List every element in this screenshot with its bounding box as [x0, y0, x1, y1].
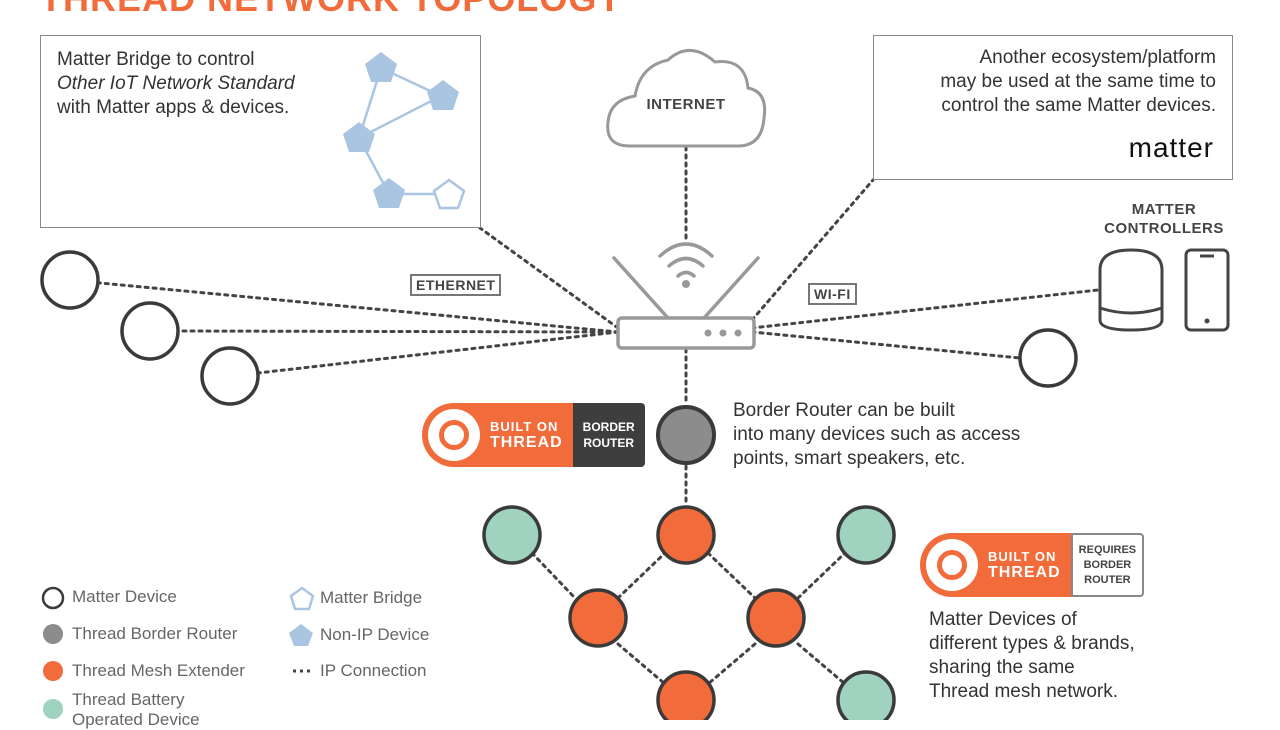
ip-link-device-3: [256, 330, 620, 375]
smart-speaker-icon: [1098, 248, 1164, 332]
badge-built-on: BUILT ON: [490, 419, 559, 434]
non-ip-device-icon: [365, 52, 397, 82]
legend-battery-device-line2: Operated Device: [72, 710, 200, 729]
battery-device-node: [482, 505, 542, 565]
legend-matter-bridge: Matter Bridge: [320, 588, 423, 607]
badge-side-line2: BORDER: [1083, 558, 1132, 571]
border-router-note-line3: points, smart speakers, etc.: [733, 448, 966, 469]
legend-border-router: Thread Border Router: [72, 624, 238, 643]
badge-thread: THREAD: [490, 434, 563, 451]
matter-device: [200, 346, 260, 406]
controllers-label: MATTER CONTROLLERS: [1096, 200, 1232, 238]
mesh-extender-node: [656, 505, 716, 565]
legend-matter-bridge-icon: [289, 586, 315, 611]
ip-link-bridge: [478, 226, 620, 330]
bridge-note-line1: Matter Bridge to control: [57, 49, 255, 70]
mesh-link: [796, 642, 847, 686]
ecosystem-note-box: Another ecosystem/platform may be used a…: [873, 35, 1233, 180]
bridge-network-graphic: [343, 52, 466, 210]
battery-device-node: [836, 505, 896, 565]
legend-mesh-extender-icon: [43, 661, 63, 681]
ecosystem-note-line1: Another ecosystem/platform: [979, 47, 1216, 68]
ip-link-device-1: [98, 281, 620, 334]
internet-label: INTERNET: [646, 96, 726, 113]
matter-device: [120, 301, 180, 361]
bridge-note-line2: Other IoT Network Standard: [57, 73, 295, 94]
legend-mesh-extender: Thread Mesh Extender: [72, 661, 245, 680]
thread-logo-icon: [926, 539, 978, 591]
badge-thread: THREAD: [988, 564, 1061, 581]
page-title: THREAD NETWORK TOPOLOGY: [40, 0, 622, 20]
mesh-extender-node: [656, 670, 716, 720]
legend-battery-device-icon: [43, 699, 63, 719]
router-icon: [612, 242, 760, 350]
bridge-note-line3: with Matter apps & devices.: [57, 97, 290, 118]
legend-border-router-icon: [43, 624, 63, 644]
matter-device: [40, 250, 100, 310]
controllers-label-line2: CONTROLLERS: [1104, 220, 1224, 237]
ip-link-ecosystem: [750, 178, 875, 322]
legend-non-ip-device: Non-IP Device: [320, 625, 430, 644]
badge-built-on: BUILT ON: [988, 549, 1057, 564]
legend-matter-device-icon: [41, 586, 65, 610]
ip-link-controllers: [750, 288, 1100, 330]
border-router-note: Border Router can be built into many dev…: [733, 399, 1020, 471]
devices-note-line2: different types & brands,: [929, 633, 1135, 654]
legend-battery-device: Thread Battery Operated Device: [72, 690, 200, 730]
legend-matter-device: Matter Device: [72, 587, 177, 606]
legend-non-ip-device-icon: [289, 624, 313, 646]
mesh-link: [706, 642, 757, 686]
mesh-extender-node: [568, 588, 628, 648]
non-ip-device-icon: [427, 80, 459, 110]
legend-ip-connection: IP Connection: [320, 661, 427, 680]
ecosystem-note-line2: may be used at the same time to: [940, 71, 1216, 92]
matter-device: [1018, 328, 1078, 388]
thread-logo-icon: [428, 409, 480, 461]
built-on-thread-requires-badge: BUILT ON THREAD REQUIRES BORDER ROUTER: [920, 533, 1145, 597]
mesh-link: [796, 551, 847, 600]
mesh-link: [616, 642, 667, 686]
ip-link-device-2: [178, 329, 620, 334]
ip-link-right-device: [750, 330, 1022, 360]
bridge-note-box: Matter Bridge to control Other IoT Netwo…: [40, 35, 481, 228]
cloud-icon: [606, 49, 767, 148]
devices-note-line4: Thread mesh network.: [929, 681, 1119, 702]
ecosystem-note-line3: control the same Matter devices.: [941, 95, 1216, 116]
devices-note-line1: Matter Devices of: [929, 609, 1077, 630]
badge-side-line2: ROUTER: [583, 436, 635, 450]
border-router-note-line1: Border Router can be built: [733, 400, 955, 421]
badge-side-line1: BORDER: [582, 420, 635, 434]
matter-logo-text: matter: [1128, 132, 1214, 163]
mesh-link: [530, 551, 577, 600]
built-on-thread-border-router-badge: BUILT ON THREAD BORDER ROUTER: [422, 403, 645, 467]
wifi-tag: WI-FI: [808, 283, 857, 305]
mesh-extender-node: [746, 588, 806, 648]
phone-icon: [1184, 248, 1230, 332]
controllers-label-line1: MATTER: [1131, 201, 1197, 218]
non-ip-device-icon: [373, 178, 405, 208]
border-router-note-line2: into many devices such as access: [733, 424, 1021, 445]
devices-note: Matter Devices of different types & bran…: [929, 608, 1135, 704]
mesh-link: [706, 551, 757, 600]
ethernet-tag: ETHERNET: [410, 274, 502, 296]
mesh-link: [616, 551, 667, 600]
badge-side-line1: REQUIRES: [1078, 543, 1137, 556]
devices-note-line3: sharing the same: [929, 657, 1075, 678]
non-ip-device-icon: [343, 122, 375, 152]
matter-bridge-icon: [432, 178, 466, 210]
battery-device-node: [836, 670, 896, 720]
legend-battery-device-line1: Thread Battery: [72, 690, 185, 709]
border-router-node: [656, 405, 716, 465]
badge-side-line3: ROUTER: [1084, 573, 1131, 586]
